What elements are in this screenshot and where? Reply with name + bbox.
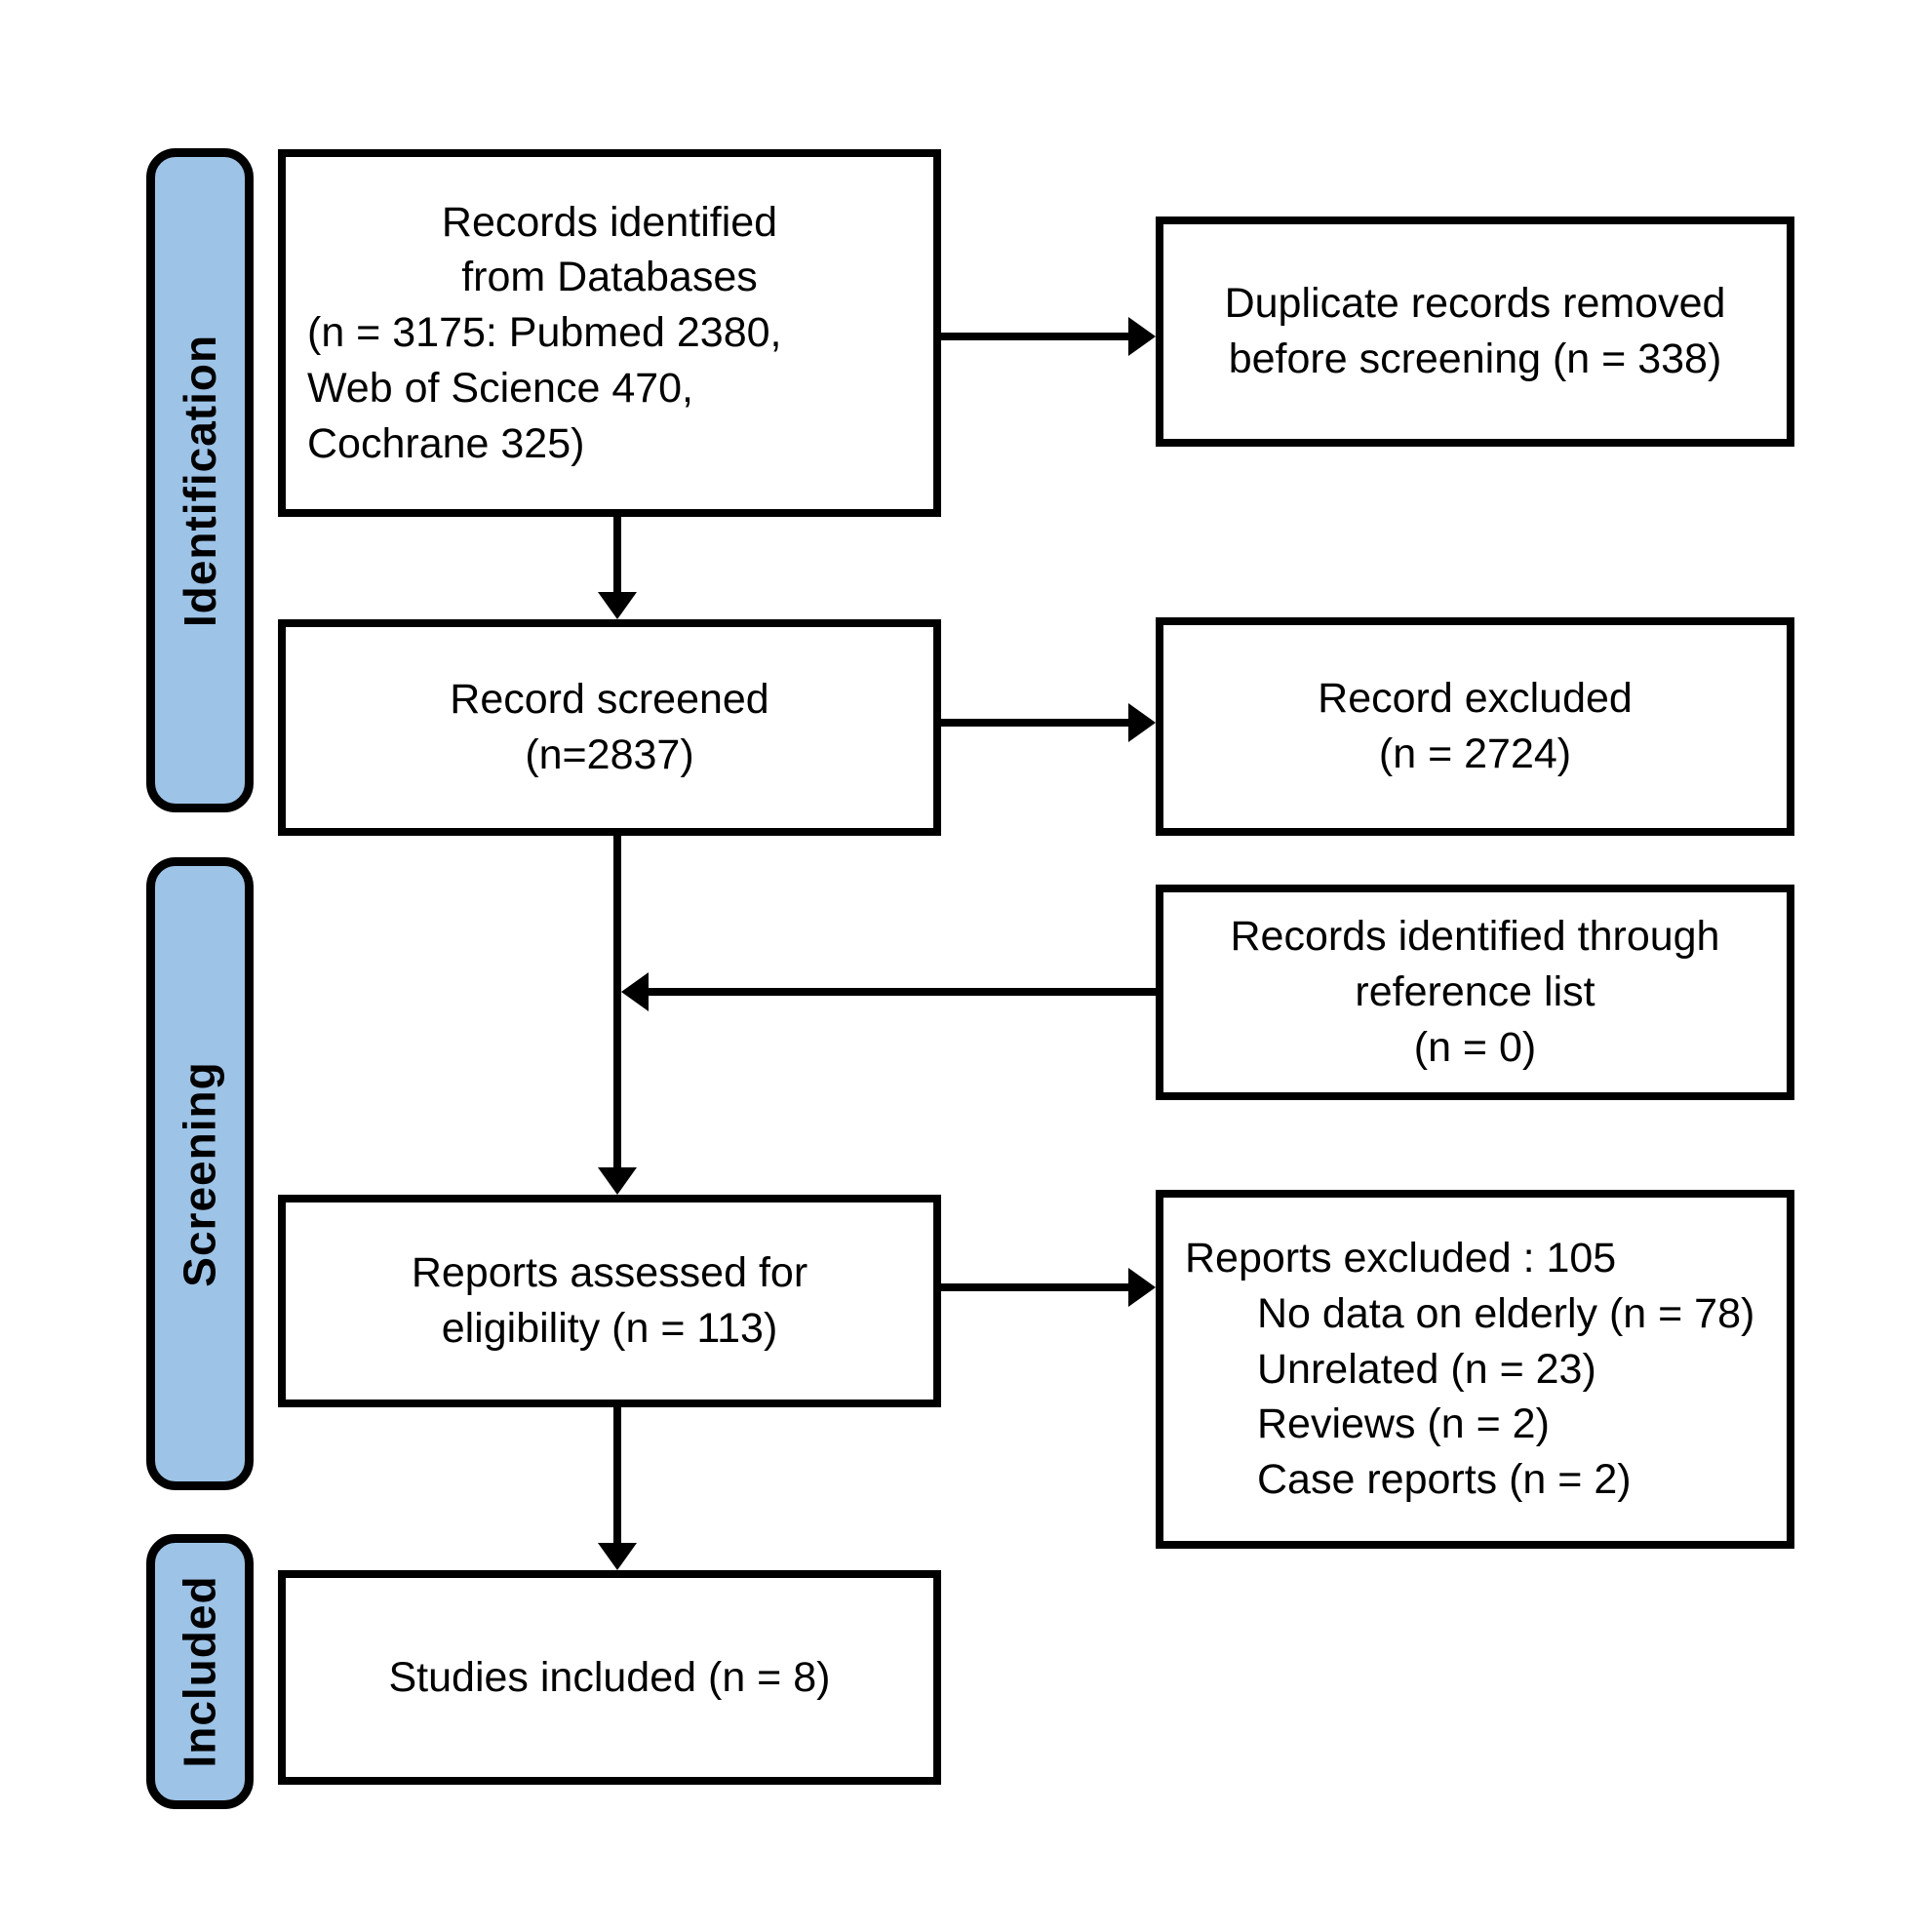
box-line: Records identified bbox=[441, 198, 778, 246]
arrowhead-right-icon bbox=[1128, 703, 1156, 742]
box-line: eligibility (n = 113) bbox=[441, 1305, 778, 1352]
stage-included: Included bbox=[146, 1534, 254, 1809]
arrowhead-left-icon bbox=[621, 972, 649, 1011]
connector-reference-to-trunk-line bbox=[649, 988, 1156, 996]
box-reports-excluded: Reports excluded : 105 No data on elderl… bbox=[1156, 1190, 1794, 1549]
box-line: Reviews (n = 2) bbox=[1257, 1400, 1550, 1448]
box-line: reference list bbox=[1355, 968, 1595, 1016]
box-line: Reports assessed for bbox=[411, 1249, 808, 1297]
arrowhead-down-icon bbox=[598, 1167, 637, 1195]
arrowhead-right-icon bbox=[1128, 1268, 1156, 1307]
stage-screening: Screening bbox=[146, 857, 254, 1490]
box-line: Web of Science 470, bbox=[307, 364, 694, 412]
box-line: (n = 2724) bbox=[1378, 730, 1572, 777]
stage-screening-label: Screening bbox=[175, 1060, 226, 1287]
box-line: from Databases bbox=[461, 254, 758, 301]
box-line: before screening (n = 338) bbox=[1228, 335, 1722, 382]
box-line: (n = 3175: Pubmed 2380, bbox=[307, 309, 782, 357]
connector-records-to-screened-line bbox=[613, 517, 621, 594]
arrowhead-right-icon bbox=[1128, 317, 1156, 356]
box-line: Duplicate records removed bbox=[1224, 280, 1726, 328]
box-record-excluded: Record excluded (n = 2724) bbox=[1156, 617, 1794, 836]
box-line: Record screened bbox=[450, 676, 769, 724]
box-reports-assessed: Reports assessed for eligibility (n = 11… bbox=[278, 1195, 941, 1407]
stage-included-label: Included bbox=[175, 1575, 225, 1768]
arrowhead-down-icon bbox=[598, 592, 637, 619]
box-line: No data on elderly (n = 78) bbox=[1257, 1289, 1755, 1337]
box-line-title: Reports excluded : 105 bbox=[1185, 1235, 1617, 1282]
box-line: Cochrane 325) bbox=[307, 419, 585, 467]
stage-identification-label: Identification bbox=[175, 334, 226, 627]
stage-identification: Identification bbox=[146, 148, 254, 812]
box-line: Studies included (n = 8) bbox=[388, 1653, 831, 1701]
box-line: Records identified through bbox=[1230, 913, 1720, 961]
box-studies-included: Studies included (n = 8) bbox=[278, 1570, 941, 1785]
box-reference-list: Records identified through reference lis… bbox=[1156, 885, 1794, 1100]
connector-records-to-duplicates-line bbox=[941, 333, 1130, 340]
box-records-identified: Records identified from Databases (n = 3… bbox=[278, 149, 941, 517]
box-line: Record excluded bbox=[1318, 675, 1633, 723]
arrowhead-down-icon bbox=[598, 1543, 637, 1570]
box-line: Case reports (n = 2) bbox=[1257, 1456, 1632, 1504]
box-record-screened: Record screened (n=2837) bbox=[278, 619, 941, 836]
box-line: (n = 0) bbox=[1413, 1023, 1537, 1071]
box-duplicates-removed: Duplicate records removed before screeni… bbox=[1156, 217, 1794, 447]
box-line: (n=2837) bbox=[525, 731, 694, 778]
connector-assessed-to-included-line bbox=[613, 1407, 621, 1545]
connector-screened-to-assessed-line bbox=[613, 836, 621, 1169]
box-line: Unrelated (n = 23) bbox=[1257, 1345, 1596, 1393]
connector-assessed-to-excluded-line bbox=[941, 1283, 1130, 1291]
connector-screened-to-excluded-line bbox=[941, 719, 1130, 727]
